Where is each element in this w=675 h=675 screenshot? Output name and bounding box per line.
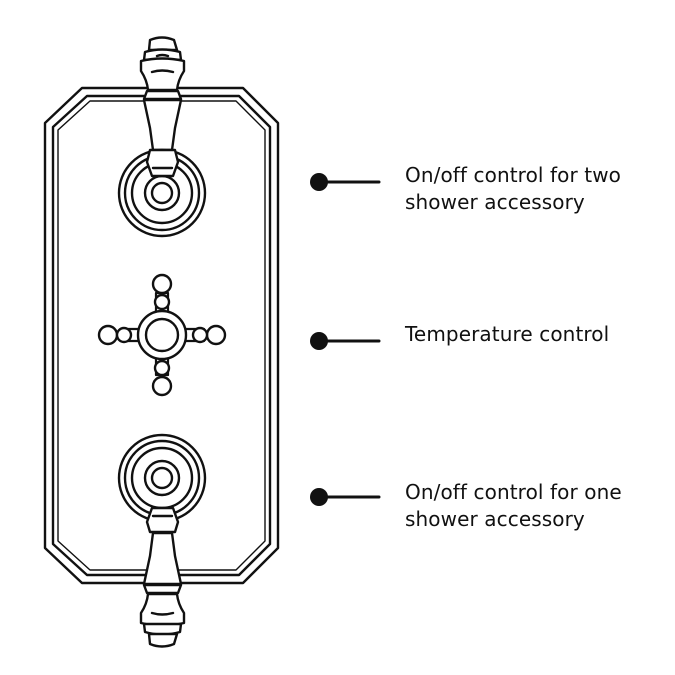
label-two-accessory-control: On/off control for two shower accessory <box>405 162 670 216</box>
callout-pointer-bottom <box>310 488 381 506</box>
callout-pointer-top <box>310 173 381 191</box>
cross-head-temperature-control <box>97 273 227 397</box>
top-lever-handle <box>139 36 186 152</box>
callout-pointer-middle <box>310 332 381 350</box>
label-line: shower accessory <box>405 507 585 531</box>
label-line: Temperature control <box>405 322 610 346</box>
bottom-lever-handle <box>139 531 186 648</box>
top-on-off-valve <box>117 148 207 238</box>
bottom-on-off-valve <box>117 433 207 534</box>
label-line: On/off control for one <box>405 480 622 504</box>
label-one-accessory-control: On/off control for one shower accessory <box>405 479 670 533</box>
label-temperature-control: Temperature control <box>405 321 670 348</box>
label-line: shower accessory <box>405 190 585 214</box>
label-line: On/off control for two <box>405 163 622 187</box>
valve-backplate <box>43 86 280 585</box>
